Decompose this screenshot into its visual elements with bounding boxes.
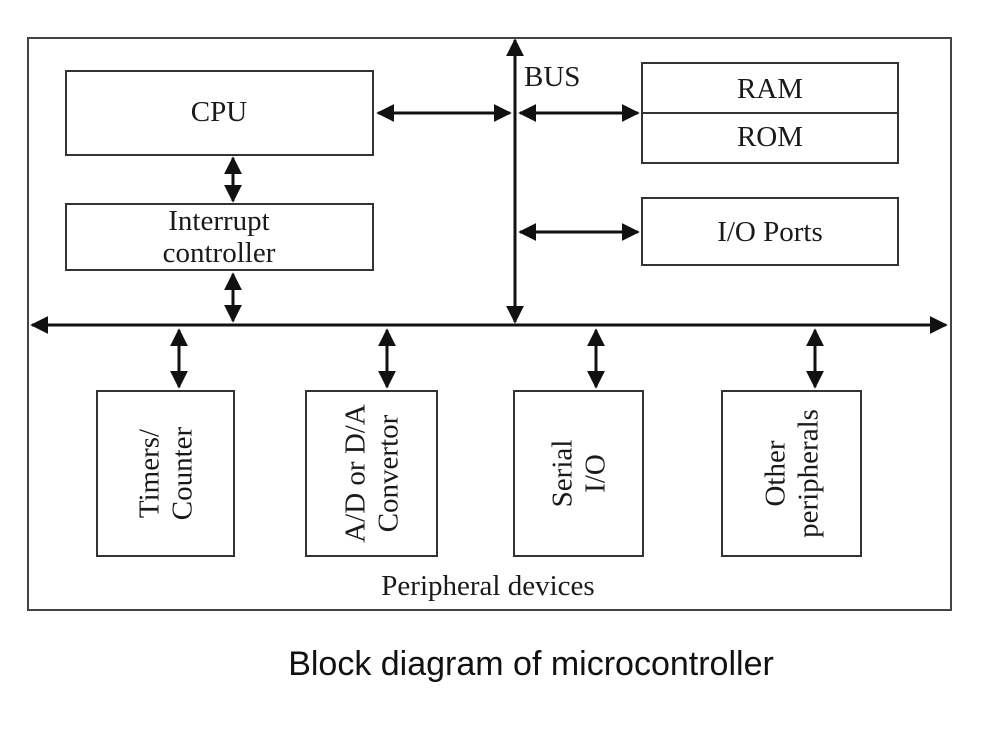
bus-label: BUS (524, 61, 580, 93)
cpu-label: CPU (191, 96, 247, 128)
serial-label-line2: I/O (580, 454, 612, 493)
timers-counter-block: Timers/ Counter (96, 390, 235, 557)
interrupt-controller-block: Interrupt controller (65, 203, 374, 271)
io-ports-label: I/O Ports (717, 216, 823, 248)
ram-rom-block: RAM ROM (641, 62, 899, 164)
outer-frame (27, 37, 952, 611)
adda-label-line2: Convertor (373, 414, 405, 532)
interrupt-label-line2: controller (163, 237, 276, 269)
ram-label: RAM (737, 73, 803, 105)
peripheral-devices-label: Peripheral devices (381, 570, 594, 602)
cpu-block: CPU (65, 70, 374, 156)
other-label-line1: Other (760, 440, 792, 506)
serial-label-line1: Serial (547, 440, 579, 508)
other-peripherals-block: Other peripherals (721, 390, 862, 557)
timers-label-line2: Counter (167, 426, 199, 520)
io-ports-block: I/O Ports (641, 197, 899, 266)
serial-io-block: Serial I/O (513, 390, 644, 557)
adda-convertor-block: A/D or D/A Convertor (305, 390, 438, 557)
adda-label-line1: A/D or D/A (340, 404, 372, 543)
interrupt-label-line1: Interrupt (168, 205, 269, 237)
timers-label-line1: Timers/ (134, 428, 166, 518)
figure-caption: Block diagram of microcontroller (288, 645, 774, 683)
other-label-line2: peripherals (793, 409, 825, 538)
rom-label: ROM (737, 121, 803, 153)
